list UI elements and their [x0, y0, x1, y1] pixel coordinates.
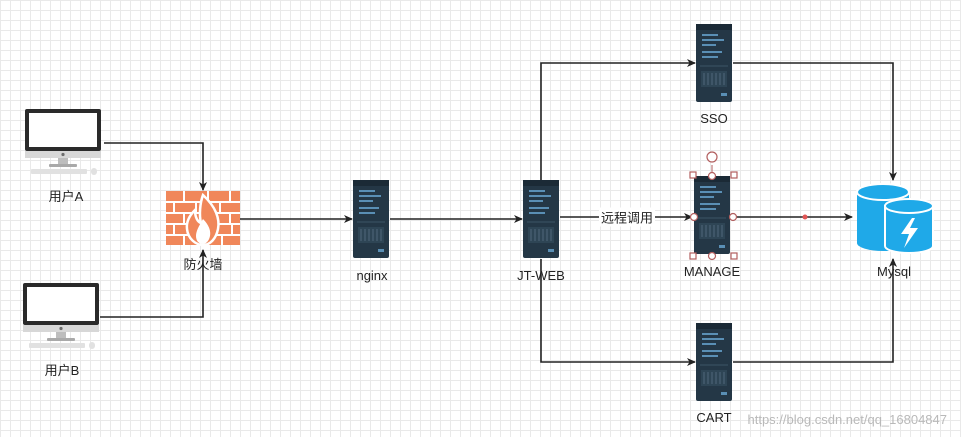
computer-icon-user-a[interactable] [25, 109, 101, 175]
server-icon-nginx[interactable] [352, 179, 390, 259]
server-icon-cart[interactable] [695, 322, 733, 402]
edge-jtweb-to-cart [540, 259, 696, 366]
selection-handles-manage[interactable] [689, 151, 738, 261]
node-label-jt-web: JT-WEB [517, 268, 565, 283]
edge-label-remote-call: 远程调用 [598, 207, 656, 227]
firewall-icon[interactable] [166, 191, 240, 247]
database-icon-mysql[interactable] [856, 183, 934, 254]
node-label-cart: CART [696, 410, 732, 425]
edge-midpoint-handle [802, 214, 808, 220]
node-label-sso: SSO [700, 111, 728, 126]
node-label-manage: MANAGE [683, 264, 741, 279]
watermark: https://blog.csdn.net/qq_16804847 [747, 412, 948, 427]
computer-icon-user-b[interactable] [23, 283, 99, 349]
edge-sso-to-mysql [733, 62, 897, 181]
node-label-user-b: 用户B [44, 363, 80, 378]
node-label-firewall: 防火墙 [183, 257, 223, 272]
edge-jtweb-to-sso [540, 59, 696, 180]
server-icon-manage[interactable] [693, 175, 731, 255]
node-label-user-a: 用户A [48, 189, 84, 204]
node-label-mysql: Mysql [877, 264, 911, 279]
edge-user-b-to-firewall [100, 249, 207, 318]
node-label-nginx: nginx [356, 268, 388, 283]
edge-cart-to-mysql [733, 258, 897, 363]
server-icon-jt-web[interactable] [522, 179, 560, 259]
edge-user-a-to-firewall [104, 142, 207, 191]
server-icon-sso[interactable] [695, 23, 733, 103]
